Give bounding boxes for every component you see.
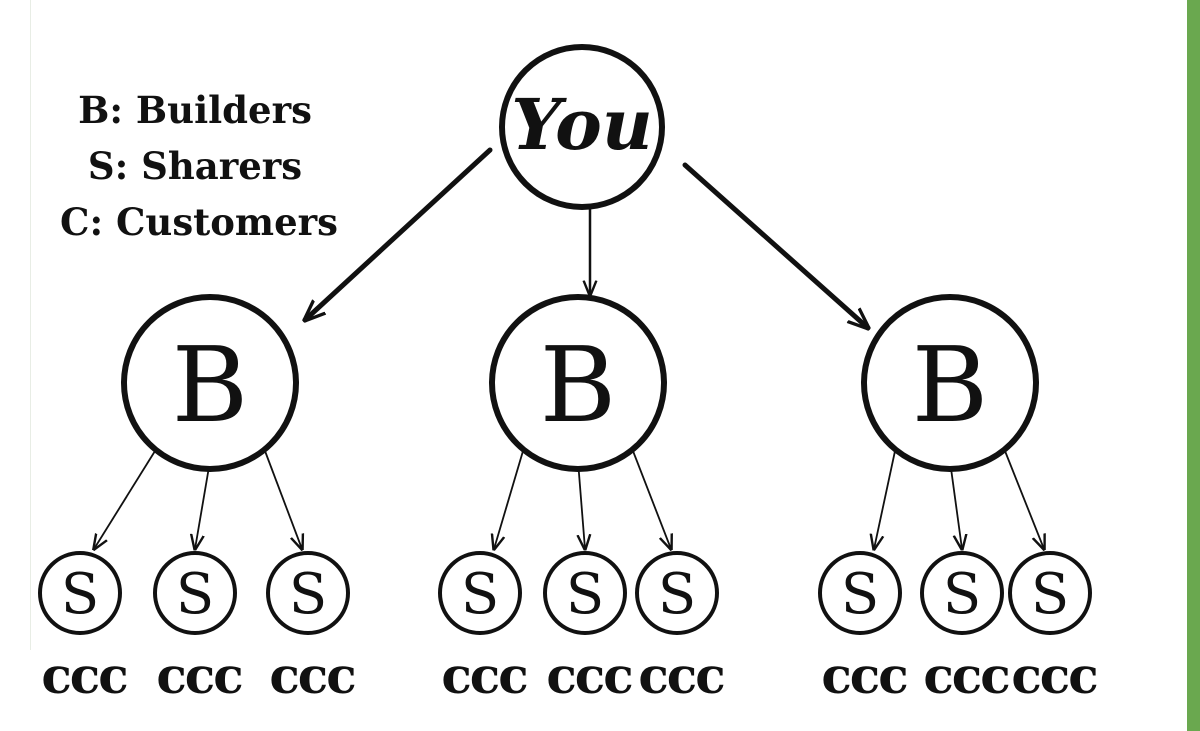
edge-builder-to-sharer (494, 450, 524, 549)
edge-builder-to-sharer (874, 450, 896, 549)
customers-label: ccc (1011, 646, 1097, 705)
sharer-label: S (289, 562, 327, 627)
edge-builder-to-sharer (949, 460, 962, 549)
legend: B: Builders S: Sharers C: Customers (60, 82, 338, 250)
sharer-label: S (566, 562, 604, 627)
edge-root-to-builder (682, 162, 868, 328)
customers-label: ccc (269, 646, 355, 705)
edge-builder-to-sharer (1004, 450, 1044, 549)
edges (94, 147, 1044, 549)
sharer-label: S (1031, 562, 1069, 627)
customers-label: ccc (638, 646, 724, 705)
customers-label: ccc (156, 646, 242, 705)
sharer-node: S (920, 551, 1004, 635)
edge-builder-to-sharer (195, 460, 211, 549)
legend-item-builders: B: Builders (78, 88, 312, 132)
legend-item-customers: C: Customers (60, 200, 338, 244)
edge-root-to-builder (305, 147, 493, 320)
sharer-label: S (61, 562, 99, 627)
sharer-node: S (438, 551, 522, 635)
edge-builder-to-sharer (94, 450, 156, 549)
sharer-label: S (176, 562, 214, 627)
builder-node: B (489, 294, 667, 472)
builder-node: B (861, 294, 1039, 472)
sharer-node: S (38, 551, 122, 635)
builder-node: B (121, 294, 299, 472)
sharer-node: S (153, 551, 237, 635)
sharer-label: S (841, 562, 879, 627)
edge-builder-to-sharer (632, 450, 671, 549)
customers-label: ccc (41, 646, 127, 705)
root-node: You (499, 44, 665, 210)
sharer-node: S (818, 551, 902, 635)
customers-label: ccc (441, 646, 527, 705)
sharer-node: S (1008, 551, 1092, 635)
right-accent-stripe (1187, 0, 1200, 731)
builder-label: B (912, 324, 988, 446)
edge-builder-to-sharer (264, 450, 302, 549)
builder-label: B (540, 324, 616, 446)
root-label: You (511, 83, 652, 166)
customers-label: ccc (923, 646, 1009, 705)
sharer-label: S (658, 562, 696, 627)
builder-label: B (172, 324, 248, 446)
legend-item-sharers: S: Sharers (87, 144, 303, 188)
customers-label: ccc (546, 646, 632, 705)
sharer-label: S (943, 562, 981, 627)
customers-label: ccc (821, 646, 907, 705)
edge-builder-to-sharer (578, 460, 585, 549)
sharer-node: S (635, 551, 719, 635)
left-border-line (30, 0, 31, 650)
sharer-label: S (461, 562, 499, 627)
sharer-node: S (543, 551, 627, 635)
sharer-node: S (266, 551, 350, 635)
